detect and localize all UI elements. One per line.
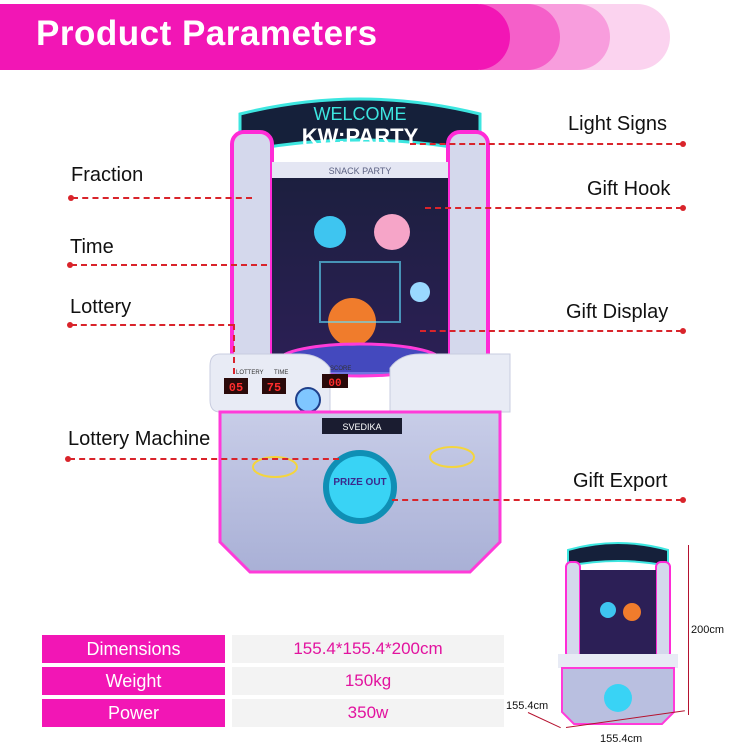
callout-gift-hook: Gift Hook [587, 178, 671, 200]
spec-value-dimensions: 155.4*155.4*200cm [232, 635, 504, 663]
height-dimension-line [688, 545, 689, 715]
callout-gift-display: Gift Display [566, 301, 669, 323]
lottery-display-label: LOTTERY [236, 370, 264, 376]
height-dimension: 200cm [691, 624, 725, 636]
mini-machine-illustration [558, 542, 678, 725]
callout-gift-export: Gift Export [573, 470, 668, 492]
callout-lottery-machine-line [69, 458, 339, 460]
claw-machine-illustration: WELCOME KW:PARTY SNACK PARTY LOTTERY TIM… [209, 97, 511, 574]
callout-light-signs: Light Signs [568, 113, 667, 135]
callout-gift-display-dot [680, 328, 686, 334]
callout-light-signs-line [410, 143, 682, 145]
callout-lottery-machine-dot [65, 456, 71, 462]
score-display-label: SCORE [330, 366, 351, 372]
time-display-label: TIME [274, 370, 288, 376]
callout-time-dot [67, 262, 73, 268]
depth-dimension: 155.4cm [506, 700, 549, 712]
console-brand: SVEDIKA [342, 422, 381, 432]
snack-party-sign: SNACK PARTY [329, 166, 392, 176]
spec-value-weight: 150kg [232, 667, 504, 695]
spec-row-dimensions: Dimensions 155.4*155.4*200cm [42, 635, 504, 663]
spec-value-power: 350w [232, 699, 504, 727]
callout-lottery-dot [67, 322, 73, 328]
callout-fraction-dot [68, 195, 74, 201]
callout-lottery: Lottery [70, 296, 132, 318]
callout-light-signs-dot [680, 141, 686, 147]
callout-time: Time [70, 236, 114, 258]
callout-gift-export-dot [680, 497, 686, 503]
callout-gift-hook-line [425, 207, 682, 209]
spec-key-weight: Weight [42, 667, 225, 695]
callout-gift-export-line [392, 499, 682, 501]
time-display: 75 [267, 381, 281, 395]
brand-logo: KW:PARTY [302, 124, 419, 149]
callout-time-line [71, 264, 267, 266]
lottery-display: 05 [229, 381, 243, 395]
spec-key-dimensions: Dimensions [42, 635, 225, 663]
spec-row-weight: Weight 150kg [42, 667, 504, 695]
prize-out-sign: PRIZE OUT [333, 477, 386, 488]
callout-fraction: Fraction [71, 164, 144, 186]
callout-lottery-machine: Lottery Machine [68, 428, 211, 450]
spec-row-power: Power 350w [42, 699, 504, 727]
score-display: 00 [328, 378, 341, 390]
banner-main [0, 4, 470, 70]
callout-fraction-line [72, 197, 252, 199]
width-dimension: 155.4cm [600, 733, 643, 745]
header-banner: Product Parameters [0, 0, 750, 72]
callout-gift-display-line [420, 330, 682, 332]
spec-key-power: Power [42, 699, 225, 727]
page-title: Product Parameters [36, 14, 378, 53]
callout-lottery-line [71, 324, 234, 326]
welcome-sign: WELCOME [313, 104, 406, 124]
callout-lottery-drop [233, 324, 235, 374]
callout-gift-hook-dot [680, 205, 686, 211]
